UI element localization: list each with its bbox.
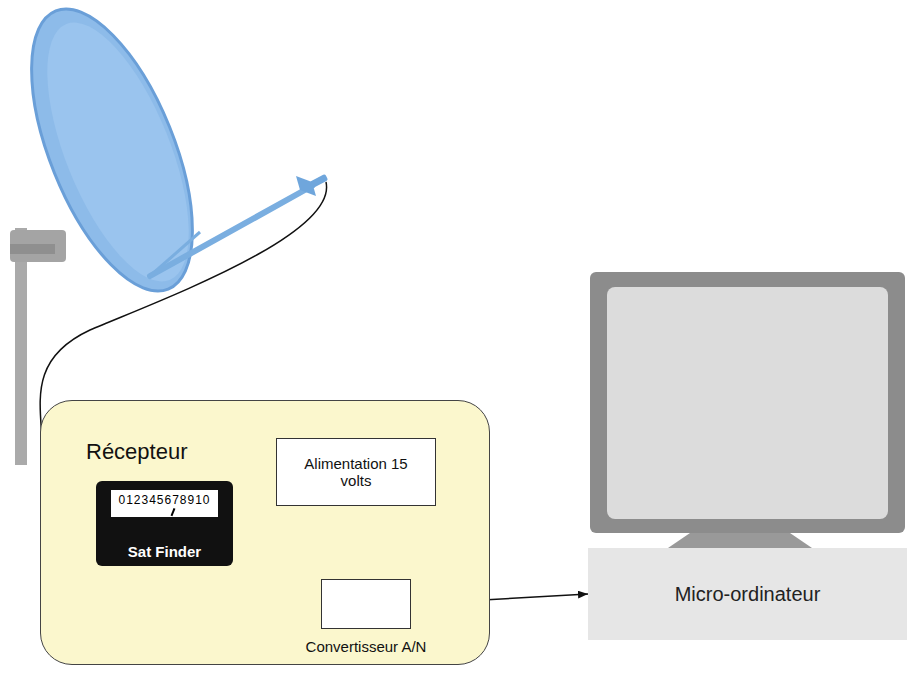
bracket-clamp bbox=[10, 244, 55, 254]
box-label: Convertisseur A/N bbox=[306, 638, 427, 655]
satellite-dish bbox=[0, 0, 226, 312]
dish-arm bbox=[150, 186, 312, 276]
power-supply: Alimentation 15 volts bbox=[276, 438, 436, 506]
mast bbox=[15, 228, 27, 465]
sat-finder: 012345678910Sat Finder bbox=[96, 481, 233, 566]
computer-base: Micro-ordinateur bbox=[588, 548, 907, 640]
bracket bbox=[10, 230, 66, 262]
caption-label: Micro-ordinateur bbox=[675, 583, 821, 606]
meter-scale: 012345678910 bbox=[111, 490, 217, 517]
monitor-stand bbox=[668, 533, 812, 548]
monitor-frame bbox=[590, 272, 905, 533]
lnb-head bbox=[309, 174, 328, 189]
converter-box: Convertisseur A/N bbox=[321, 579, 411, 629]
monitor-screen bbox=[607, 287, 888, 519]
dish-arm-brace bbox=[150, 232, 200, 276]
device-label: Alimentation 15 volts bbox=[294, 455, 419, 489]
meter-scale: Sat Finder bbox=[128, 543, 201, 560]
receiver-panel: Récepteur012345678910Sat FinderAlimentat… bbox=[40, 400, 490, 665]
